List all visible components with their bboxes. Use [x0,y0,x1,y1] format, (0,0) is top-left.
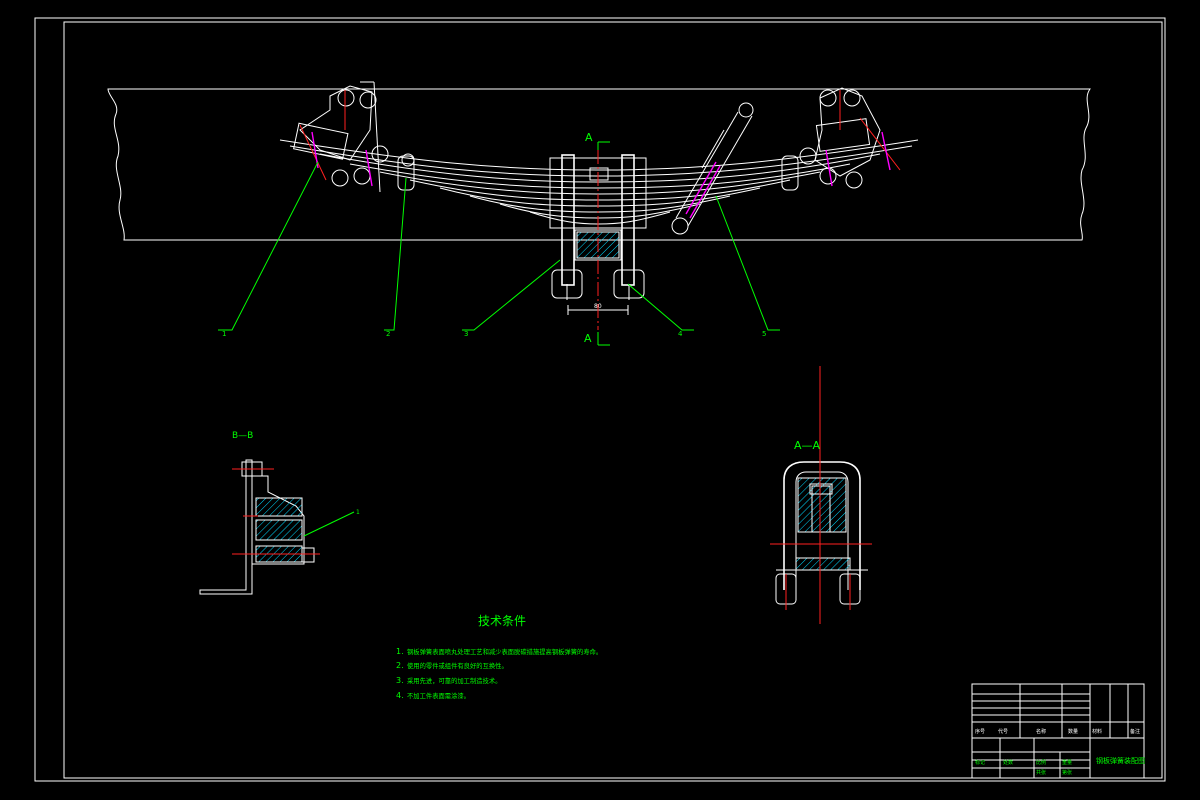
title-block-cell-2: 重量 [1062,759,1072,766]
inner-border [63,21,1163,779]
outer-border [34,17,1166,782]
note-3-text: 采用先进，可靠的加工制造技术。 [407,676,501,685]
section-mark-top: A [585,131,593,144]
frame-rail [107,88,1091,241]
title-block-row-4: 数量 [1068,728,1078,735]
title-block-row-6: 备注 [1130,728,1140,735]
leader-5: 5 [762,330,766,338]
title-block-row-5: 材料 [1092,728,1102,735]
note-4-text: 不加工件表面需涂漆。 [407,691,470,700]
right-bracket [781,87,901,191]
title-block-cell-1: 比例 [1036,759,1046,766]
leader-bb-label: 1 [356,509,360,516]
tech-title: 技术条件 [478,614,526,628]
note-2-text: 使用的零件或组件有良好的互换性。 [407,661,508,670]
title-block-row-7: 标记 [975,759,985,766]
note-4-num: 4. [396,691,404,700]
section-label-bb: B—B [232,431,253,441]
section-label-aa: A—A [794,439,821,452]
note-1-text: 钢板弹簧表面喷丸处理工艺和减少表面脱碳措施提高钢板弹簧的寿命。 [407,647,602,656]
section-view-aa [770,366,872,624]
note-3-num: 3. [396,676,404,685]
tech-notes: 1. 钢板弹簧表面喷丸处理工艺和减少表面脱碳措施提高钢板弹簧的寿命。 2. 使用… [396,647,602,700]
leader-3: 3 [464,330,468,338]
title-block [971,683,1145,779]
title-block-row-3: 名称 [1036,728,1046,735]
left-bracket [293,81,415,193]
leader-1: 1 [222,330,226,338]
leader-bb [303,511,355,537]
section-cut-aa [597,141,610,346]
section-mark-bottom: A [584,332,592,345]
leader-2: 2 [386,330,390,338]
title-block-row-8: 处数 [1003,759,1013,766]
shock-absorber [671,102,754,235]
note-2-num: 2. [396,661,404,670]
section-view-bb [199,459,320,595]
leader-4: 4 [678,330,683,338]
title-block-row-2: 代号 [998,728,1008,735]
note-1-num: 1. [396,647,404,656]
title-block-cell-3: 共张 [1036,769,1046,776]
title-block-cell-4: 第张 [1062,769,1072,776]
title-block-row-1: 序号 [975,728,985,735]
title-block-title: 钢板弹簧装配图 [1096,756,1145,765]
leader-lines [218,161,780,331]
